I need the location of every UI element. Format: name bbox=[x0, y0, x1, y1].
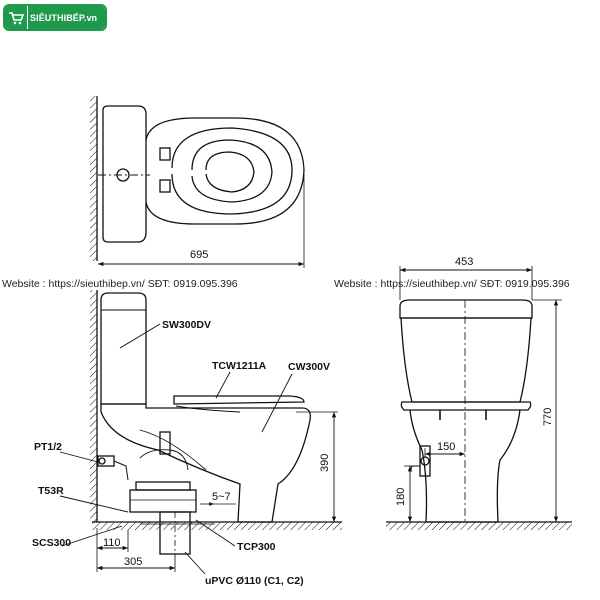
wall-hatch-side bbox=[90, 290, 97, 522]
side-view bbox=[59, 290, 342, 575]
bowl-outline-top bbox=[145, 117, 305, 225]
tank-lid-front bbox=[399, 299, 533, 319]
bolt-side bbox=[159, 431, 171, 455]
floor-hatch-side bbox=[92, 522, 342, 530]
dim-770: 770 bbox=[542, 408, 554, 426]
tank-front bbox=[400, 317, 532, 403]
watermark-left: Website : https://sieuthibep.vn/ SĐT: 09… bbox=[2, 278, 238, 290]
label-supply: PT1/2 bbox=[34, 441, 62, 453]
label-valve: T53R bbox=[38, 485, 64, 497]
bowl-inner-top bbox=[205, 151, 255, 193]
flange-body-side bbox=[129, 489, 197, 513]
leader-seat bbox=[215, 371, 231, 399]
leader-t53r bbox=[59, 495, 129, 513]
dim-150: 150 bbox=[437, 441, 455, 453]
bowl-front bbox=[409, 409, 521, 523]
hinge-top-1 bbox=[159, 147, 171, 161]
tank-top bbox=[102, 105, 147, 243]
brand-logo-text: SIÊUTHIBẾP.vn bbox=[27, 6, 105, 29]
seat-side bbox=[173, 395, 305, 405]
wall-hatch-top bbox=[90, 96, 97, 261]
brand-logo: SIÊUTHIBẾP.vn bbox=[3, 4, 107, 31]
leader-pt12 bbox=[59, 451, 99, 463]
supply-knob-side bbox=[98, 457, 106, 465]
drain-pipe-side bbox=[159, 511, 191, 555]
bowl-rim-top bbox=[191, 139, 273, 203]
leader-tcp300 bbox=[195, 519, 236, 547]
cart-icon bbox=[5, 6, 27, 29]
flange-plate-side bbox=[135, 481, 191, 491]
seat-edge-side bbox=[175, 405, 241, 413]
supply-knob-front bbox=[420, 456, 430, 466]
seat-front bbox=[400, 401, 532, 411]
dim-110: 110 bbox=[103, 537, 121, 549]
dim-305: 305 bbox=[124, 556, 142, 568]
front-view bbox=[386, 266, 572, 530]
trap-side bbox=[139, 429, 207, 471]
dim-390: 390 bbox=[319, 454, 331, 472]
label-stop: SCS300 bbox=[32, 537, 71, 549]
supply-hose-side bbox=[113, 460, 129, 481]
tank-side bbox=[100, 292, 147, 405]
label-pipe: uPVC Ø110 (C1, C2) bbox=[205, 575, 304, 587]
supply-valve-front bbox=[419, 445, 431, 477]
seat-top bbox=[171, 127, 293, 215]
label-flange: TCP300 bbox=[237, 541, 276, 553]
leader-bowl bbox=[261, 373, 293, 433]
watermark-right: Website : https://sieuthibep.vn/ SĐT: 09… bbox=[334, 278, 570, 290]
supply-pipe-front bbox=[409, 465, 420, 473]
leader-scs300 bbox=[61, 525, 123, 547]
label-seat: TCW1211A bbox=[212, 360, 267, 372]
leader-tank bbox=[119, 323, 161, 349]
dim-453: 453 bbox=[455, 256, 473, 268]
label-tank: SW300DV bbox=[162, 319, 211, 331]
hinge-top-2 bbox=[159, 179, 171, 193]
leader-pipe bbox=[184, 551, 206, 575]
label-bowl: CW300V bbox=[288, 361, 330, 373]
floor-hatch-front bbox=[386, 522, 572, 530]
dim-180: 180 bbox=[395, 488, 407, 506]
dim-695: 695 bbox=[190, 249, 208, 261]
dim-gap: 5~7 bbox=[212, 491, 231, 503]
top-view bbox=[90, 96, 305, 268]
supply-valve-side bbox=[97, 455, 115, 467]
